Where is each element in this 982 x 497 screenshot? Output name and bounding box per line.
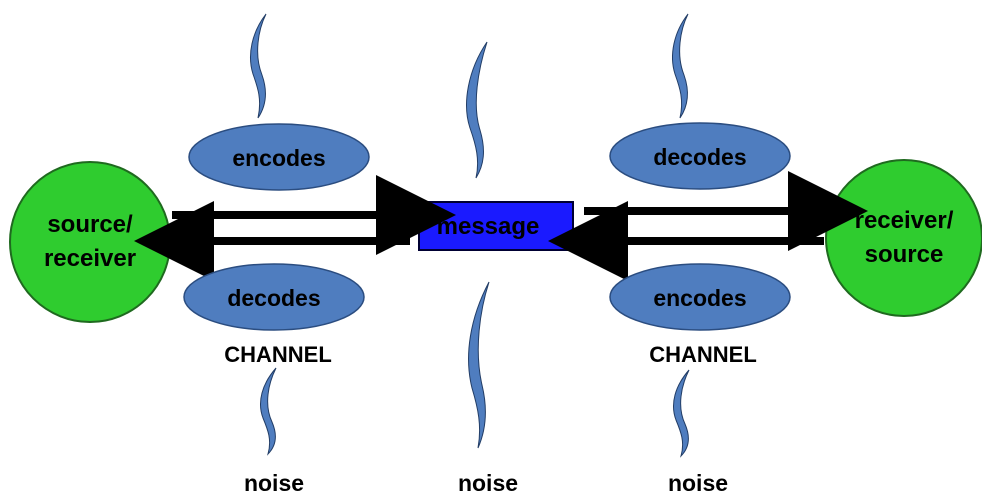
noise-squiggle-bottom-center [468,281,490,449]
noise-squiggles [250,13,690,458]
ellipse-right-bottom-label: encodes [653,285,746,311]
channel-label-right: CHANNEL [649,342,757,367]
ellipse-left-top-label: encodes [232,145,325,171]
receiver-label-line2: source [865,241,944,268]
noise-squiggle-top-right [672,13,689,119]
ellipse-right-top-label: decodes [653,144,746,170]
source-node: source/ receiver [9,161,171,323]
source-label-line2: receiver [44,245,136,272]
noise-squiggle-bottom-left [260,367,277,456]
encode-ellipse [188,123,370,191]
noise-squiggle-top-center [466,41,488,179]
ellipse-left-top: encodes [188,123,370,191]
encode-ellipse [609,263,791,331]
ellipse-right-top: decodes [609,122,791,190]
noise-label-right: noise [668,470,728,496]
receiver-circle [825,159,982,317]
noise-squiggle-bottom-right [673,369,690,458]
ellipse-left-bottom-label: decodes [227,285,320,311]
decode-ellipse [609,122,791,190]
noise-squiggle-top-left [250,13,267,119]
decode-ellipse [183,263,365,331]
noise-label-left: noise [244,470,304,496]
message-node: message [418,201,574,251]
noise-label-center: noise [458,470,518,496]
source-circle [9,161,171,323]
arrows [134,171,868,281]
receiver-label-line1: receiver/ [855,207,954,234]
ellipse-right-bottom: encodes [609,263,791,331]
receiver-node: receiver/ source [825,159,982,317]
source-label-line1: source/ [47,211,133,238]
ellipse-left-bottom: decodes [183,263,365,331]
channel-label-left: CHANNEL [224,342,332,367]
message-label: message [437,213,540,240]
